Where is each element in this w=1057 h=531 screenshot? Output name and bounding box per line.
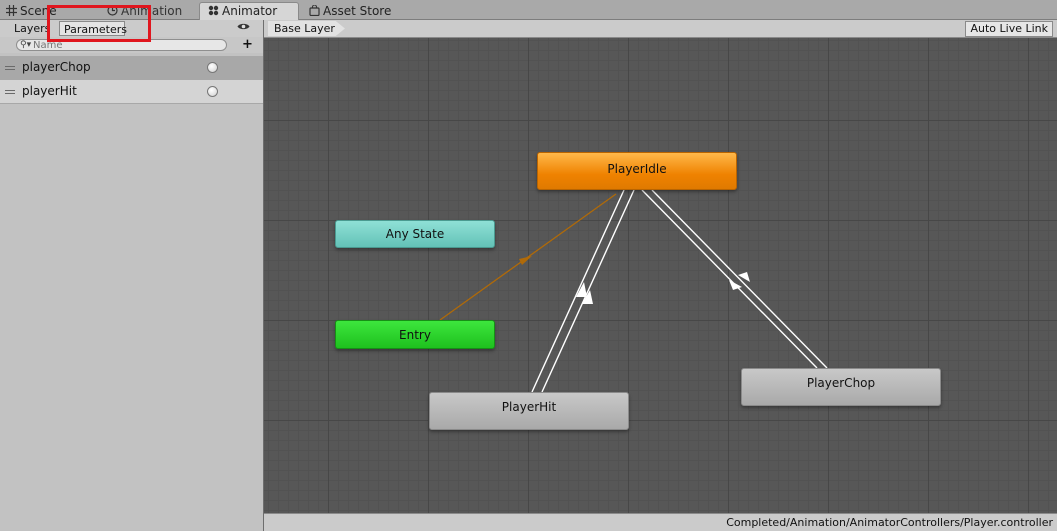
tab-animator[interactable]: Animator [199,2,299,20]
parameter-row-playerchop[interactable]: playerChop [0,56,263,80]
state-player-hit[interactable]: PlayerHit [429,392,629,430]
arrow-head-icon [738,272,750,282]
tab-asset-store[interactable]: Asset Store [309,3,391,19]
state-entry[interactable]: Entry [335,320,495,349]
parameters-panel: Layers Parameters ⚲▾ + playerChop player… [0,20,264,531]
controller-path: Completed/Animation/AnimatorControllers/… [726,516,1053,529]
parameter-row-playerhit[interactable]: playerHit [0,80,263,104]
transition-idle-to-hit[interactable] [541,189,635,393]
window-tab-bar: Scene Animation Animator Asset Store [0,0,1057,20]
auto-live-link-button[interactable]: Auto Live Link [965,21,1053,37]
parameter-name[interactable]: playerChop [22,60,91,74]
transition-chop-to-idle[interactable] [651,189,828,369]
drag-handle-icon[interactable] [5,66,15,70]
eye-icon-glyph [237,23,250,30]
tab-asset-store-label: Asset Store [323,4,392,18]
arrow-head-icon [519,256,532,265]
animator-graph-panel: Base Layer Auto Live Link PlayerIdle Any… [264,20,1057,531]
state-any-state[interactable]: Any State [335,220,495,248]
eye-icon[interactable] [237,22,250,34]
state-player-idle[interactable]: PlayerIdle [537,152,737,190]
subtab-parameters[interactable]: Parameters [59,21,127,36]
search-input[interactable] [16,39,227,51]
drag-handle-icon[interactable] [5,90,15,94]
grid-icon [6,5,17,16]
graph-toolbar: Base Layer Auto Live Link [264,20,1057,38]
state-machine-canvas[interactable] [264,38,1057,513]
arrow-head-icon [582,290,593,304]
transition-links [439,189,828,393]
highlight-annotation [47,5,151,42]
trigger-radio[interactable] [207,86,218,97]
trigger-radio[interactable] [207,62,218,73]
transition-hit-to-idle[interactable] [531,189,625,393]
state-player-chop[interactable]: PlayerChop [741,368,941,406]
tab-animator-label: Animator [222,4,278,18]
plus-icon[interactable]: + [242,37,253,52]
arrow-head-icon [576,282,587,297]
parameter-name[interactable]: playerHit [22,84,77,98]
search-row: ⚲▾ + [0,37,263,53]
status-bar: Completed/Animation/AnimatorControllers/… [264,513,1057,531]
transition-idle-to-chop[interactable] [641,189,818,369]
search-icon: ⚲▾ [20,40,32,50]
breadcrumb-base-layer[interactable]: Base Layer [268,21,345,36]
subtab-layers[interactable]: Layers [14,22,51,35]
shopping-bag-icon [309,5,320,16]
arrow-head-icon [729,280,742,290]
animator-nodes-icon [208,5,219,16]
